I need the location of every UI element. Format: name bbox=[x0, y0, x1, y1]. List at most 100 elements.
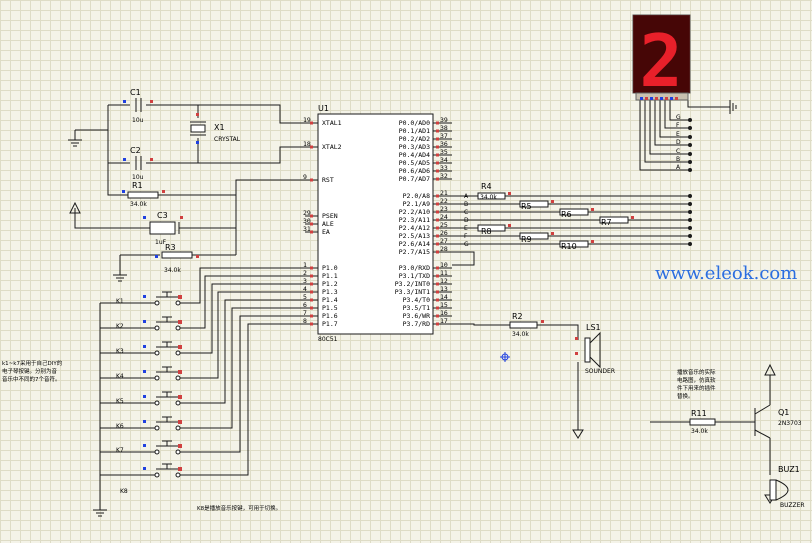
sounder-ls1: LS1 SOUNDER bbox=[575, 323, 615, 375]
r2-ref: R2 bbox=[512, 312, 523, 321]
x1-value: CRYSTAL bbox=[214, 136, 241, 143]
mcu-pin-label: P0.5/AD5 bbox=[399, 159, 430, 167]
display-digit: 2 bbox=[639, 19, 682, 103]
k8-note: K8是播放音乐按键，可用于切换。 bbox=[197, 504, 281, 512]
mcu-pin-label: P0.3/AD3 bbox=[399, 143, 430, 151]
bus-label: F bbox=[464, 233, 468, 240]
ground-icon bbox=[729, 100, 737, 114]
buzzer-buz1: BUZ1 BUZZER bbox=[769, 465, 805, 509]
mcu-pin-label: P1.2 bbox=[322, 280, 338, 288]
keys-note-line: k1~k7采用于自己DIY的 bbox=[2, 359, 63, 367]
key-k8[interactable]: K8 bbox=[120, 463, 185, 495]
mcu-pin-number: 13 bbox=[440, 285, 448, 293]
r9-ref: R9 bbox=[521, 235, 532, 244]
bus-label: B bbox=[464, 201, 468, 208]
mcu-pin-label: P0.1/AD1 bbox=[399, 127, 430, 135]
mcu-pin-number: 6 bbox=[303, 301, 307, 309]
mcu-pin-number: 3 bbox=[303, 277, 307, 285]
key-k2[interactable]: K2 bbox=[116, 316, 185, 331]
wires bbox=[74, 100, 771, 510]
mcu-pin-label: P1.0 bbox=[322, 264, 338, 272]
mcu-pin-label: P3.5/T1 bbox=[403, 304, 430, 312]
r4-value: 34.0k bbox=[480, 194, 497, 201]
mcu-pin-number: 1 bbox=[303, 261, 307, 269]
ground-arrow-icon bbox=[572, 429, 584, 439]
r1-value: 34.0k bbox=[130, 201, 147, 208]
mcu-pin-label: P2.6/A14 bbox=[399, 240, 430, 248]
mcu-pin-label: P3.0/RXD bbox=[399, 264, 430, 272]
r8-ref: R8 bbox=[481, 227, 492, 236]
mcu-pin-number: 5 bbox=[303, 293, 307, 301]
bus-label: G bbox=[464, 241, 469, 248]
r3-ref: R3 bbox=[165, 243, 176, 252]
bus-label: C bbox=[464, 209, 468, 216]
segment-label: G bbox=[676, 114, 681, 121]
mcu-pin-label: P1.5 bbox=[322, 304, 338, 312]
mcu-pin-number: 8 bbox=[303, 317, 307, 325]
segment-label: E bbox=[676, 131, 680, 138]
key-label: K4 bbox=[116, 373, 124, 380]
mcu-pin-number: 21 bbox=[440, 189, 448, 197]
mcu-ref: U1 bbox=[318, 104, 329, 113]
c3-value: 1uF bbox=[155, 239, 167, 246]
mcu-pin-label: P2.4/A12 bbox=[399, 224, 430, 232]
mcu-pin-label: P2.0/A8 bbox=[403, 192, 430, 200]
mcu-pin-number: 16 bbox=[440, 309, 448, 317]
mcu-pin-number: 9 bbox=[303, 173, 307, 181]
capacitor-c1: C1 10u bbox=[123, 88, 153, 124]
crystal-x1: X1 CRYSTAL bbox=[190, 113, 241, 144]
key-k4[interactable]: K4 bbox=[116, 366, 185, 381]
mcu-pin-label: P2.2/A10 bbox=[399, 208, 430, 216]
mcu-pin-label: P3.7/RD bbox=[403, 320, 430, 328]
mcu-pin-label: P3.3/INT1 bbox=[395, 288, 430, 296]
c3-ref: C3 bbox=[157, 211, 168, 220]
buzzer-note-line: 电路图，仿真软 bbox=[677, 376, 716, 384]
buz1-value: BUZZER bbox=[780, 502, 805, 509]
buz1-ref: BUZ1 bbox=[778, 465, 800, 474]
c2-value: 10u bbox=[132, 174, 144, 181]
mcu-pin-number: 26 bbox=[440, 229, 448, 237]
mcu-pin-label: ALE bbox=[322, 220, 334, 228]
mcu-pin-number: 15 bbox=[440, 301, 448, 309]
mcu-pin-number: 23 bbox=[440, 205, 448, 213]
mcu-pin-number: 7 bbox=[303, 309, 307, 317]
keys-note-line: 电子琴按键。分别为音 bbox=[2, 367, 58, 375]
mcu-pin-number: 4 bbox=[303, 285, 307, 293]
mcu-pin-number: 25 bbox=[440, 221, 448, 229]
mcu-pin-number: 12 bbox=[440, 277, 448, 285]
key-k7[interactable]: K7 bbox=[116, 440, 185, 455]
key-label: K1 bbox=[116, 298, 124, 305]
x1-ref: X1 bbox=[214, 123, 225, 132]
mcu-pin-number: 14 bbox=[440, 293, 448, 301]
mcu-pin-number: 18 bbox=[303, 140, 311, 148]
mcu-pin-number: 29 bbox=[303, 209, 311, 217]
key-k1[interactable]: K1 bbox=[116, 291, 185, 306]
mcu-pin-label: P1.1 bbox=[322, 272, 338, 280]
display-pins bbox=[640, 97, 678, 100]
watermark: www.eleok.com bbox=[655, 263, 797, 284]
mcu-pin-number: 2 bbox=[303, 269, 307, 277]
mcu-pin-number: 32 bbox=[440, 172, 448, 180]
r7-ref: R7 bbox=[601, 218, 612, 227]
r3-value: 34.0k bbox=[164, 267, 181, 274]
mcu-pin-number: 37 bbox=[440, 132, 448, 140]
ls1-ref: LS1 bbox=[586, 323, 601, 332]
key-label: K3 bbox=[116, 348, 124, 355]
r5-ref: R5 bbox=[521, 202, 532, 211]
c1-ref: C1 bbox=[130, 88, 141, 97]
buzzer-note-line: 播放音乐的实际 bbox=[677, 368, 716, 376]
mcu-pin-label: RST bbox=[322, 176, 334, 184]
key-k5[interactable]: K5 bbox=[116, 391, 185, 406]
key-k6[interactable]: K6 bbox=[116, 416, 185, 431]
r4-ref: R4 bbox=[481, 182, 492, 191]
r11-value: 34.0k bbox=[691, 428, 708, 435]
probe-icon bbox=[500, 352, 510, 362]
key-k3[interactable]: K3 bbox=[116, 341, 185, 356]
mcu-pin-label: P0.0/AD0 bbox=[399, 119, 430, 127]
